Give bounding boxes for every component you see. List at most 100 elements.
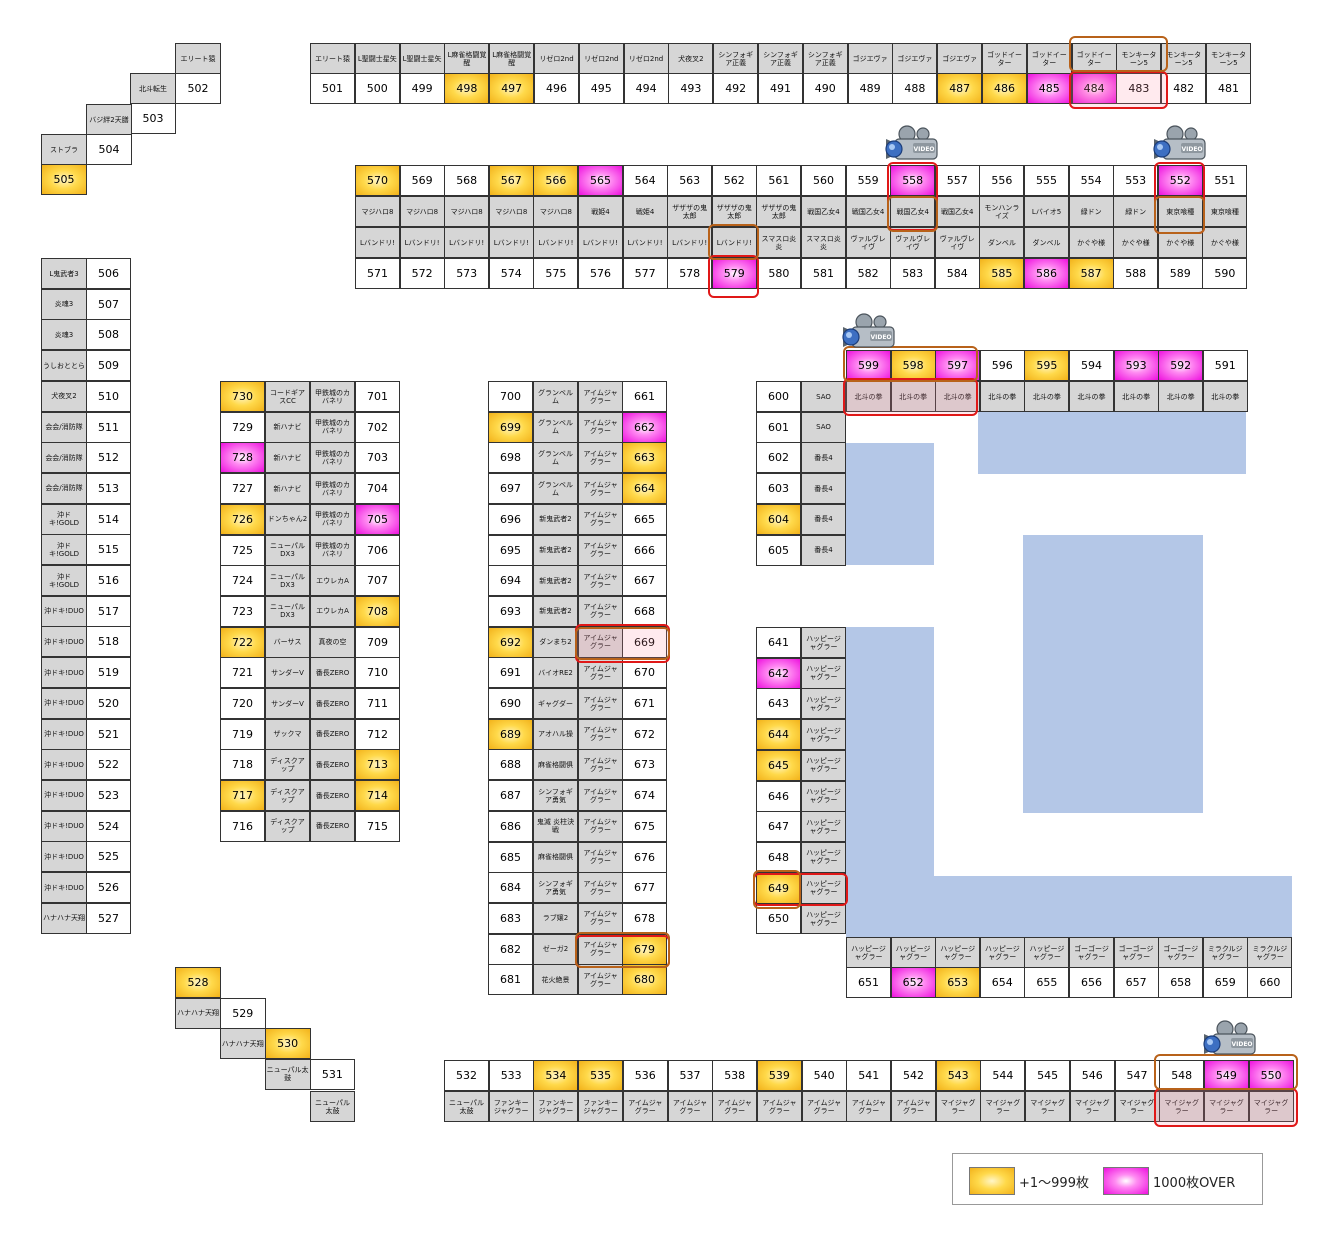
machine-name-label: 沖ドキ!DUO bbox=[41, 718, 87, 750]
machine-number-cell: 566 bbox=[533, 165, 579, 196]
machine-number-cell: 721 bbox=[220, 657, 265, 689]
machine-name-label: ゴジエヴァ bbox=[847, 43, 893, 74]
machine-number-cell: 601 bbox=[756, 411, 801, 443]
machine-name-label: 沖ドキ!DUO bbox=[41, 872, 87, 903]
machine-name-label: 東京喰種 bbox=[1157, 196, 1203, 227]
machine-name-label: 花火絶景 bbox=[533, 964, 578, 996]
machine-number-cell: 553 bbox=[1113, 165, 1159, 196]
machine-number-cell: 651 bbox=[846, 967, 891, 998]
machine-number-cell: 519 bbox=[86, 657, 131, 689]
machine-number-cell: 660 bbox=[1247, 967, 1293, 998]
machine-name-label: ゼーガ2 bbox=[533, 933, 578, 965]
machine-number-cell: 496 bbox=[534, 73, 579, 104]
machine-number-cell: 589 bbox=[1157, 258, 1203, 289]
machine-name-label: 沖ドキ!DUO bbox=[41, 841, 87, 873]
machine-name-label: ゴーゴージャグラー bbox=[1069, 937, 1114, 968]
machine-number-cell: 655 bbox=[1024, 967, 1070, 998]
machine-name-label: 炎魂3 bbox=[41, 288, 87, 320]
machine-number-cell: 677 bbox=[622, 872, 667, 904]
machine-name-label: 炎魂3 bbox=[41, 319, 87, 351]
machine-number-cell: 672 bbox=[622, 718, 667, 750]
machine-name-label: スマスロ炎炎 bbox=[801, 227, 846, 258]
machine-number-cell: 715 bbox=[355, 810, 400, 842]
machine-name-label: ミラクルジャグラー bbox=[1247, 937, 1293, 968]
open-floor-area bbox=[978, 412, 1246, 474]
machine-number-cell: 722 bbox=[220, 626, 265, 658]
machine-number-cell: 727 bbox=[220, 473, 265, 505]
machine-name-label: ファンキージャグラー bbox=[488, 1091, 534, 1122]
machine-number-cell: 513 bbox=[86, 472, 131, 504]
machine-name-label: ハッピージャグラー bbox=[801, 688, 846, 720]
machine-number-cell: 524 bbox=[86, 810, 131, 842]
machine-name-label: マイジャグラー bbox=[980, 1091, 1026, 1122]
machine-number-cell: 563 bbox=[667, 165, 713, 196]
machine-number-cell: 728 bbox=[220, 442, 265, 474]
machine-number-cell: 484 bbox=[1071, 73, 1117, 104]
machine-number-cell: 504 bbox=[86, 134, 132, 165]
video-camera-icon: VIDEO bbox=[1151, 125, 1211, 165]
machine-number-cell: 671 bbox=[622, 688, 667, 719]
machine-name-label: ダンベル bbox=[979, 227, 1025, 258]
machine-name-label: グランベルム bbox=[533, 442, 578, 474]
machine-name-label: リゼロ2nd bbox=[623, 43, 669, 74]
machine-number-cell: 670 bbox=[622, 657, 667, 689]
machine-name-label: マイジャグラー bbox=[935, 1091, 981, 1122]
machine-number-cell: 680 bbox=[622, 964, 667, 996]
machine-name-label: かぐや様 bbox=[1113, 227, 1159, 258]
machine-number-cell: 493 bbox=[668, 73, 714, 104]
machine-number-cell: 661 bbox=[622, 381, 667, 412]
machine-name-label: 犬夜叉2 bbox=[668, 43, 714, 74]
machine-number-cell: 657 bbox=[1113, 967, 1159, 998]
machine-name-label: 沖ドキ!GOLD bbox=[41, 565, 87, 596]
machine-name-label: 沖ドキ!DUO bbox=[41, 626, 87, 658]
machine-name-label: アイムジャグラー bbox=[578, 503, 623, 535]
machine-name-label: ハッピージャグラー bbox=[890, 937, 936, 968]
legend-plus-swatch bbox=[969, 1167, 1015, 1195]
machine-name-label: Lバンドリ! bbox=[399, 227, 445, 258]
machine-number-cell: 560 bbox=[801, 165, 846, 196]
machine-number-cell: 583 bbox=[890, 258, 936, 289]
machine-name-label: 新ハナビ bbox=[265, 411, 310, 443]
machine-number-cell: 575 bbox=[533, 258, 579, 289]
machine-number-cell: 593 bbox=[1113, 350, 1159, 381]
machine-number-cell: 713 bbox=[355, 749, 400, 781]
machine-name-label: 甲鉄城のカバネリ bbox=[310, 473, 355, 505]
machine-name-label: 甲鉄城のカバネリ bbox=[310, 381, 355, 412]
machine-name-label: マイジャグラー bbox=[1114, 1091, 1160, 1122]
machine-number-cell: 693 bbox=[488, 595, 533, 627]
machine-number-cell: 710 bbox=[355, 657, 400, 689]
machine-number-cell: 538 bbox=[712, 1060, 758, 1091]
machine-name-label: シンフォギア正義 bbox=[713, 43, 759, 74]
machine-number-cell: 681 bbox=[488, 964, 533, 996]
open-floor-area bbox=[1023, 535, 1203, 813]
machine-name-label: ストブラ bbox=[41, 134, 87, 165]
machine-number-cell: 489 bbox=[847, 73, 893, 104]
machine-number-cell: 582 bbox=[845, 258, 891, 289]
machine-number-cell: 576 bbox=[578, 258, 623, 289]
machine-number-cell: 597 bbox=[935, 350, 981, 381]
machine-number-cell: 562 bbox=[711, 165, 757, 196]
machine-number-cell: 696 bbox=[488, 503, 533, 535]
machine-name-label: シンフォギア勇気 bbox=[533, 780, 578, 812]
machine-number-cell: 706 bbox=[355, 534, 400, 566]
machine-number-cell: 648 bbox=[756, 841, 801, 873]
machine-name-label: アイムジャグラー bbox=[891, 1091, 936, 1122]
machine-name-label: ハナハナ天翔 bbox=[175, 997, 221, 1029]
machine-number-cell: 533 bbox=[488, 1060, 534, 1091]
machine-number-cell: 685 bbox=[488, 841, 533, 873]
machine-name-label: 北斗の拳 bbox=[979, 381, 1025, 412]
machine-name-label: 緑ドン bbox=[1068, 196, 1114, 227]
machine-name-label: 戦国乙女4 bbox=[890, 196, 936, 227]
machine-number-cell: 701 bbox=[355, 381, 400, 412]
machine-name-label: 甲鉄城のカバネリ bbox=[310, 411, 355, 443]
machine-number-cell: 674 bbox=[622, 780, 667, 812]
machine-name-label: 会会/消防隊 bbox=[41, 472, 87, 504]
machine-number-cell: 669 bbox=[622, 626, 667, 658]
machine-name-label: アイムジャグラー bbox=[578, 473, 623, 505]
machine-name-label: 番長4 bbox=[801, 503, 846, 535]
machine-number-cell: 483 bbox=[1116, 73, 1162, 104]
machine-number-cell: 595 bbox=[1024, 350, 1070, 381]
machine-number-cell: 700 bbox=[488, 381, 533, 412]
machine-number-cell: 534 bbox=[533, 1060, 579, 1091]
machine-name-label: Lバイオ5 bbox=[1024, 196, 1069, 227]
